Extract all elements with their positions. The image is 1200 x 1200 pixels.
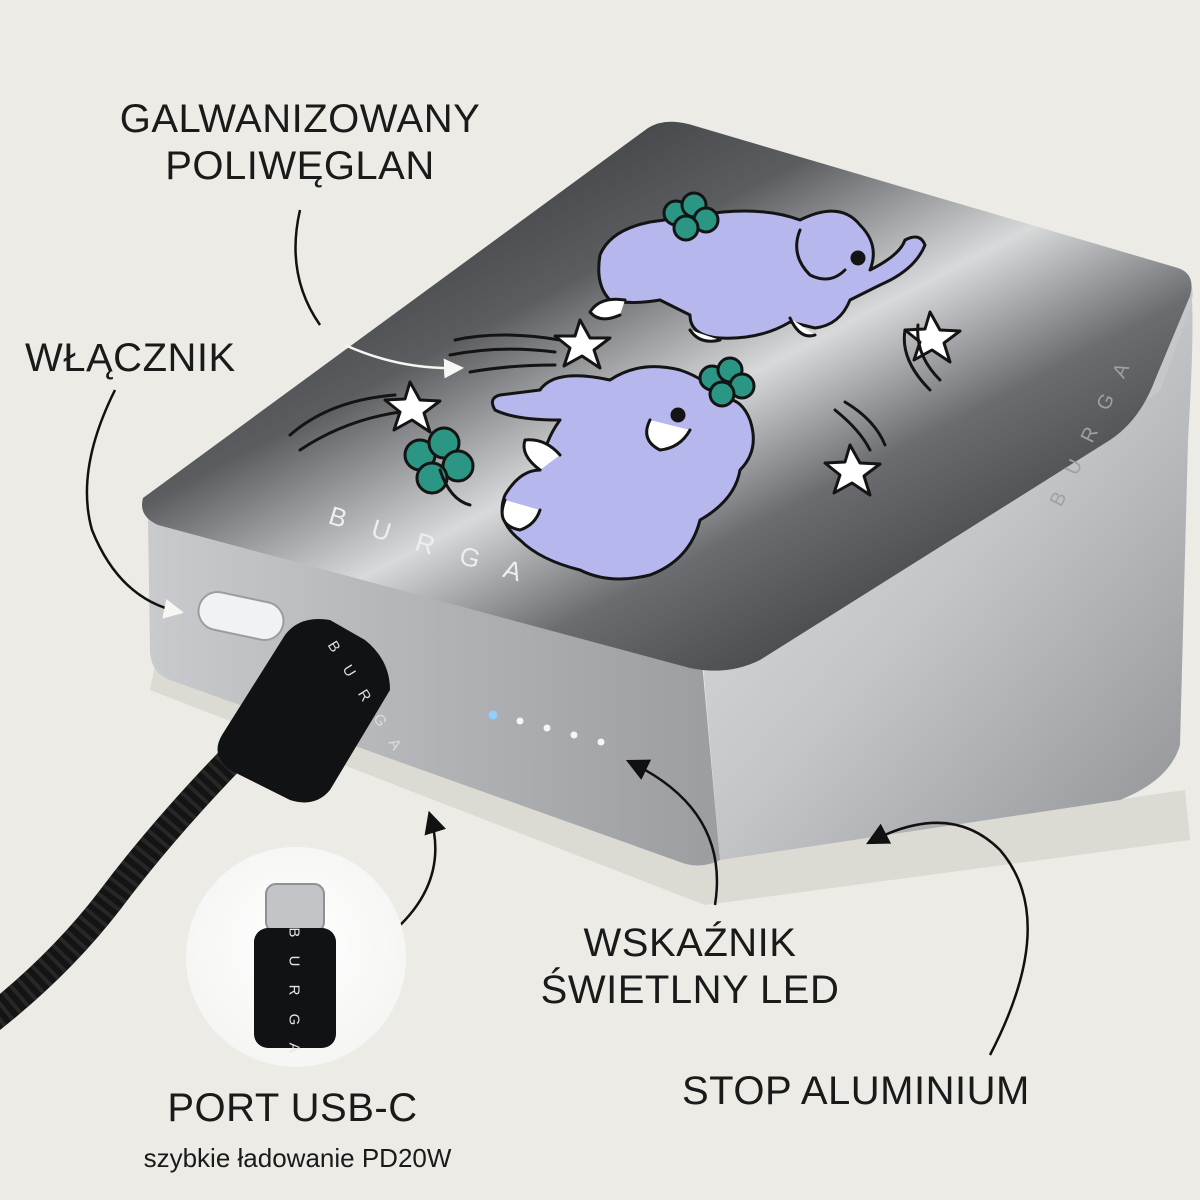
label-led: WSKAŹNIK ŚWIETLNY LED	[525, 920, 855, 1014]
usb-c-connector-tip	[265, 883, 325, 933]
led-dot	[516, 717, 524, 725]
label-power-button: WŁĄCZNIK	[25, 336, 236, 380]
drop-shadow	[150, 640, 1190, 905]
led-dot	[543, 724, 551, 732]
annotation-arrow-polycarbonate	[344, 343, 464, 379]
star-icon	[823, 443, 882, 497]
label-led-line1: WSKAŹNIK	[583, 921, 797, 965]
label-port: PORT USB-C	[167, 1086, 418, 1130]
arrow-power	[85, 389, 184, 619]
star-icon	[553, 318, 612, 370]
elephant-artwork	[288, 191, 962, 581]
label-body-material: STOP ALUMINIUM	[682, 1069, 1030, 1113]
usb-c-closeup-housing	[254, 928, 336, 1048]
clover-icon	[403, 426, 475, 507]
arrow-polycarbonate	[294, 209, 322, 326]
led-dot	[570, 731, 578, 739]
clover-icon	[698, 356, 756, 408]
label-led-line2: ŚWIETLNY LED	[540, 968, 840, 1012]
label-galvanized: GALWANIZOWANY POLIWĘGLAN	[100, 96, 500, 190]
brand-logo-inset: B U R G A	[285, 927, 303, 1060]
led-dot-lit	[488, 710, 498, 720]
lower-elephant-eye	[670, 407, 686, 423]
aluminium-front-face	[148, 520, 720, 866]
clover-icon	[662, 191, 720, 242]
star-icon	[903, 310, 962, 364]
usb-c-plug-housing	[217, 619, 390, 803]
star-icon	[383, 380, 442, 434]
led-dot	[597, 738, 605, 746]
upper-elephant-eye	[850, 250, 866, 266]
label-galvanized-line2: POLIWĘGLAN	[165, 144, 435, 188]
label-galvanized-line1: GALWANIZOWANY	[119, 97, 481, 141]
label-port-sub: szybkie ładowanie PD20W	[143, 1143, 452, 1173]
arrow-led	[625, 759, 719, 906]
lower-elephant	[490, 365, 755, 581]
power-button[interactable]	[195, 588, 287, 643]
led-indicator	[488, 710, 605, 746]
arrow-aluminium	[866, 821, 1029, 1056]
aluminium-right-side	[700, 300, 1193, 860]
upper-elephant	[597, 209, 927, 340]
arrow-port	[394, 810, 447, 931]
